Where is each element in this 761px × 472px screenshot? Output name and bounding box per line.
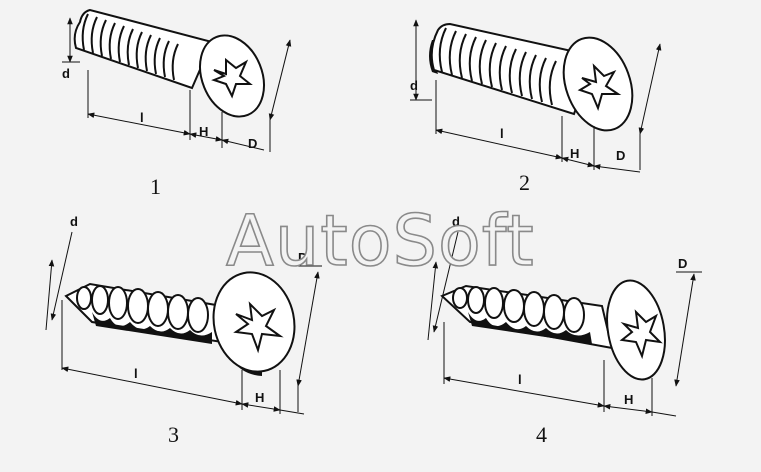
fig3-label-H: H xyxy=(255,390,264,405)
fig4-label-D: D xyxy=(678,256,687,271)
watermark-text: AutoSoft xyxy=(226,200,535,282)
fig2-label-H: H xyxy=(570,146,579,161)
fig2-label-l: l xyxy=(500,126,504,141)
fig1-label-d: d xyxy=(62,66,70,81)
figure-1-countersunk-machine-screw: d l H D 1 xyxy=(62,8,292,199)
figure-2-countersunk-machine-screw: d l H D 2 xyxy=(410,19,662,195)
fig4-label-H: H xyxy=(624,392,633,407)
fig1-label-H: H xyxy=(199,124,208,139)
fig4-label-d: d xyxy=(452,214,460,229)
fig1-label-D: D xyxy=(248,136,257,151)
fig3-number: 3 xyxy=(168,422,179,447)
fig4-number: 4 xyxy=(536,422,547,447)
fig2-number: 2 xyxy=(519,170,530,195)
fig1-label-l: l xyxy=(140,110,144,125)
figure-4-countersunk-tapping-screw: d l H D 4 xyxy=(427,214,702,447)
fig4-label-l: l xyxy=(518,372,522,387)
fig1-number: 1 xyxy=(150,174,161,199)
figure-3-pan-head-tapping-screw: d l H D 3 xyxy=(45,214,322,447)
fig2-label-D: D xyxy=(616,148,625,163)
fig3-label-D: D xyxy=(298,250,307,265)
fig3-label-l: l xyxy=(134,366,138,381)
fig2-label-d: d xyxy=(410,78,418,93)
fig3-label-d: d xyxy=(70,214,78,229)
